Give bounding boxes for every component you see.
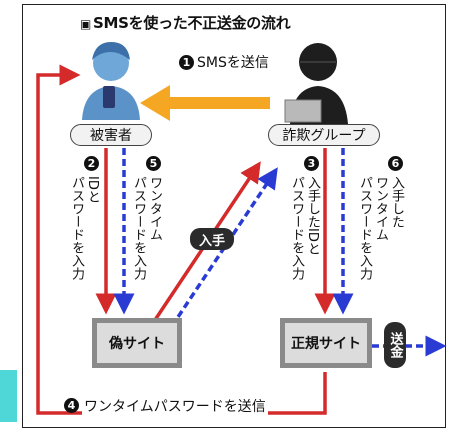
fraud-group-icon [284, 43, 348, 124]
step1-number: 1 [179, 55, 194, 70]
transfer-badge: 送金 [384, 322, 406, 368]
step4-label: ワンタイムパスワードを送信 [82, 396, 268, 416]
step6-text-2: ワンタイム [373, 176, 388, 241]
victim-icon [82, 42, 140, 120]
step6-number: 6 [388, 156, 403, 171]
step3-text-2: パスワードを入力 [289, 176, 304, 280]
obtain-arrow-blue [170, 167, 278, 327]
step6-text-1: 入手した [389, 176, 404, 228]
step3-number: 3 [304, 156, 319, 171]
step5-text-1: ワンタイム [147, 176, 162, 241]
step4-loop-arrow [36, 64, 327, 415]
side-accent-bar [0, 370, 17, 422]
step2-text-2: パスワードを入力 [69, 176, 84, 280]
victim-label: 被害者 [70, 124, 152, 146]
step2-number: 2 [84, 156, 99, 171]
fake-site-box: 偽サイト [92, 318, 182, 368]
genuine-site-box: 正規サイト [280, 318, 372, 368]
page-title: ▣SMSを使った不正送金の流れ [80, 14, 291, 32]
obtain-badge: 入手 [190, 228, 234, 250]
step4-number: 4 [64, 398, 79, 413]
step1-label: SMSを送信 [197, 55, 269, 71]
fraud-group-label: 詐欺グループ [268, 124, 380, 146]
smartphone-icon: ▣ [80, 17, 92, 31]
step2-text-1: IDと [85, 176, 100, 203]
step5-text-2: パスワードを入力 [131, 176, 146, 280]
step6-text-3: パスワードを入力 [357, 176, 372, 280]
sms-send-arrow [140, 85, 270, 121]
step3-text-1: 入手したIDと [305, 176, 320, 255]
step5-number: 5 [146, 156, 161, 171]
